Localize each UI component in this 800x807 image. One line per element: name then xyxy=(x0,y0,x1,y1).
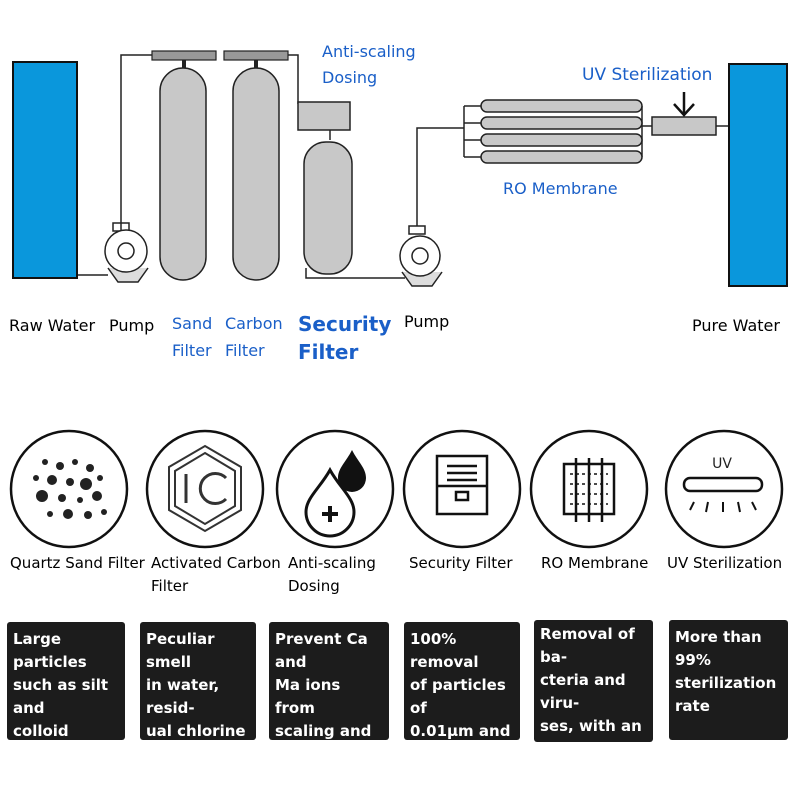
sand-filter-label-2: Filter xyxy=(172,341,212,360)
pump-1 xyxy=(104,222,149,283)
anti-scaling-dosing-unit xyxy=(297,101,351,131)
uv-lamp-icon: UV xyxy=(682,456,764,513)
carbon-filter-label-2: Filter xyxy=(225,341,265,360)
caption-quartz-sand: Quartz Sand Filter xyxy=(10,554,145,572)
pure-water-tank xyxy=(728,63,788,287)
pump-2 xyxy=(399,225,443,287)
security-filter-label-1: Security xyxy=(298,312,392,336)
raw-water-label: Raw Water xyxy=(9,316,96,335)
svg-text:UV: UV xyxy=(712,456,732,472)
caption-uv-sterilization: UV Sterilization xyxy=(667,554,783,572)
particles-icon xyxy=(33,459,107,519)
water-drops-plus-icon xyxy=(304,450,366,538)
desc-ro-membrane: Removal of ba-cteria and viru-ses, with … xyxy=(534,620,653,804)
pipes xyxy=(78,54,728,279)
process-flow-diagram xyxy=(12,50,788,287)
security-filter-label-2: Filter xyxy=(298,340,359,364)
carbon-filter-label-1: Carbon xyxy=(225,314,283,333)
caption-security-filter: Security Filter xyxy=(409,554,513,572)
carbon-hexagon-icon xyxy=(168,444,242,533)
pump-1-label: Pump xyxy=(109,316,155,335)
uv-sterilization-label: UV Sterilization xyxy=(582,65,713,85)
raw-water-tank xyxy=(12,61,78,279)
ro-membrane-label: RO Membrane xyxy=(503,179,618,198)
caption-ro-membrane: RO Membrane xyxy=(541,554,649,572)
ro-membrane-tubes xyxy=(480,99,643,164)
feature-icons-row: UV xyxy=(9,429,784,549)
anti-scaling-label-2: Dosing xyxy=(322,68,378,87)
pure-water-label: Pure Water xyxy=(692,316,780,335)
carbon-filter-vessel xyxy=(232,67,280,281)
filter-cabinet-icon xyxy=(435,454,489,516)
uv-arrow-icon xyxy=(673,92,695,117)
uv-sterilizer-unit xyxy=(651,116,717,136)
sand-filter-label-1: Sand xyxy=(172,314,213,333)
membrane-module-icon xyxy=(562,458,616,522)
pump-2-label: Pump xyxy=(404,312,450,331)
anti-scaling-label-1: Anti-scaling xyxy=(322,42,416,61)
sand-filter-vessel xyxy=(159,67,207,281)
security-filter-vessel xyxy=(303,141,353,275)
